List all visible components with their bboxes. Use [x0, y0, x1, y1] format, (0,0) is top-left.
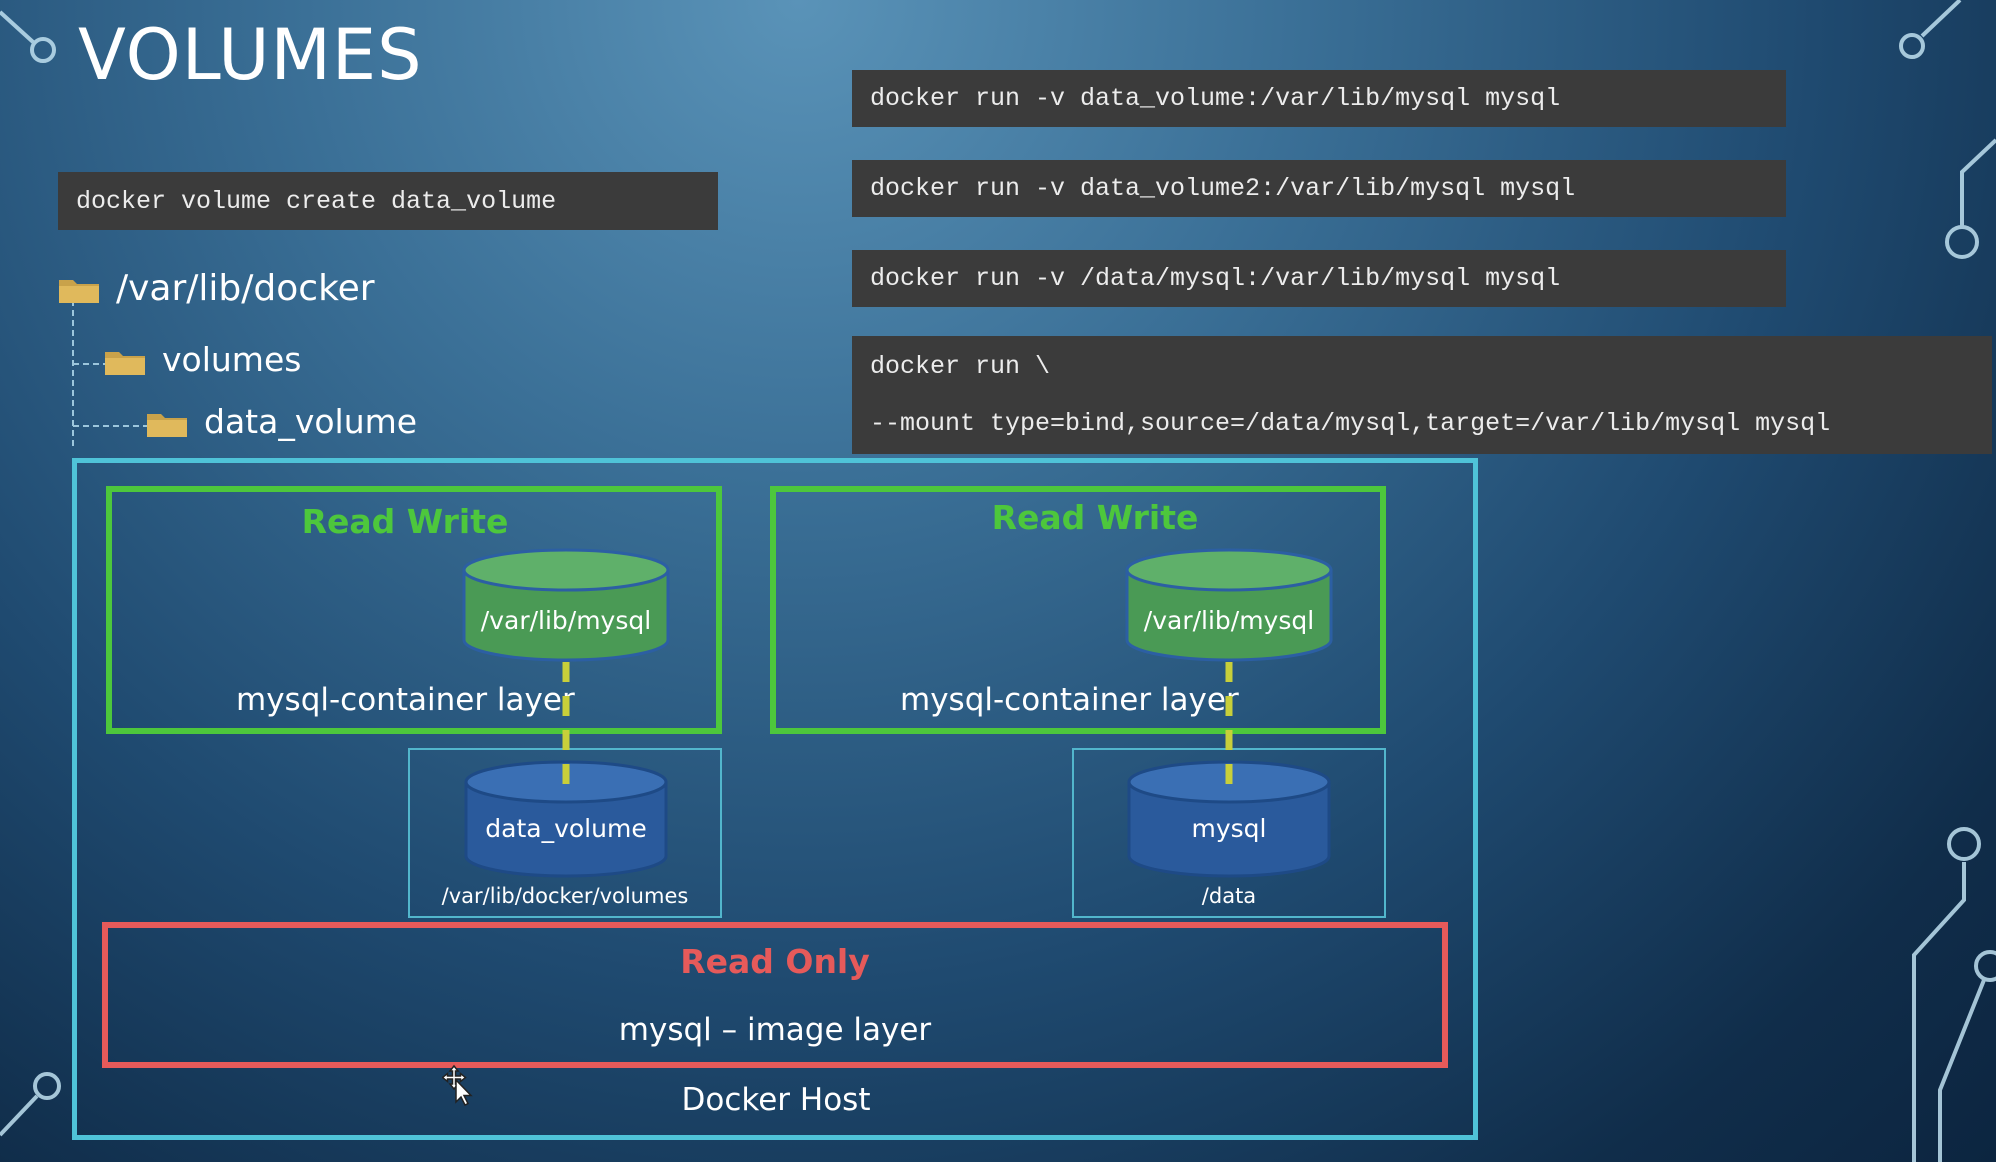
read-only-label: Read Only — [680, 942, 870, 981]
mouse-cursor-icon — [442, 1064, 473, 1106]
folder-icon — [59, 280, 99, 303]
container-layer-label-left: mysql-container layer — [236, 682, 575, 718]
command-volume-create: docker volume create data_volume — [58, 172, 718, 230]
mount-cylinder-left — [462, 548, 670, 662]
docker-host-box — [72, 458, 1478, 1140]
tree-connector-lines — [72, 300, 148, 450]
mount-path-left: /var/lib/mysql — [480, 606, 652, 635]
mount-path-right: /var/lib/mysql — [1143, 606, 1315, 635]
mount-cylinder-right — [1125, 548, 1333, 662]
read-write-label-right: Read Write — [991, 498, 1199, 537]
folder-icon — [147, 414, 187, 437]
tree-item-volumes: volumes — [162, 340, 302, 379]
command-run-bind-path: docker run -v /data/mysql:/var/lib/mysql… — [852, 250, 1786, 307]
command-run-mount-line1: docker run \ — [870, 352, 1051, 381]
command-run-data-volume2: docker run -v data_volume2:/var/lib/mysq… — [852, 160, 1786, 217]
image-layer-label: mysql – image layer — [618, 1012, 932, 1048]
folder-icon — [105, 352, 145, 375]
container-layer-label-right: mysql-container layer — [900, 682, 1239, 718]
read-write-label-left: Read Write — [301, 502, 509, 541]
image-layer-box — [102, 922, 1448, 1068]
tree-item-var-lib-docker: /var/lib/docker — [116, 268, 375, 309]
command-run-mount: docker run \ --mount type=bind,source=/d… — [852, 336, 1992, 454]
container-layer-box-left — [106, 486, 722, 734]
volume-path-left: /var/lib/docker/volumes — [441, 884, 689, 908]
page-title: VOLUMES — [78, 14, 423, 96]
docker-host-label: Docker Host — [681, 1082, 871, 1118]
volume-path-right: /data — [1201, 884, 1257, 908]
volume-name-left: data_volume — [485, 814, 647, 843]
tree-item-data-volume: data_volume — [204, 402, 418, 441]
command-run-mount-line2: --mount type=bind,source=/data/mysql,tar… — [870, 409, 1831, 438]
command-run-data-volume: docker run -v data_volume:/var/lib/mysql… — [852, 70, 1786, 127]
volume-name-right: mysql — [1191, 814, 1267, 843]
container-layer-box-right — [770, 486, 1386, 734]
